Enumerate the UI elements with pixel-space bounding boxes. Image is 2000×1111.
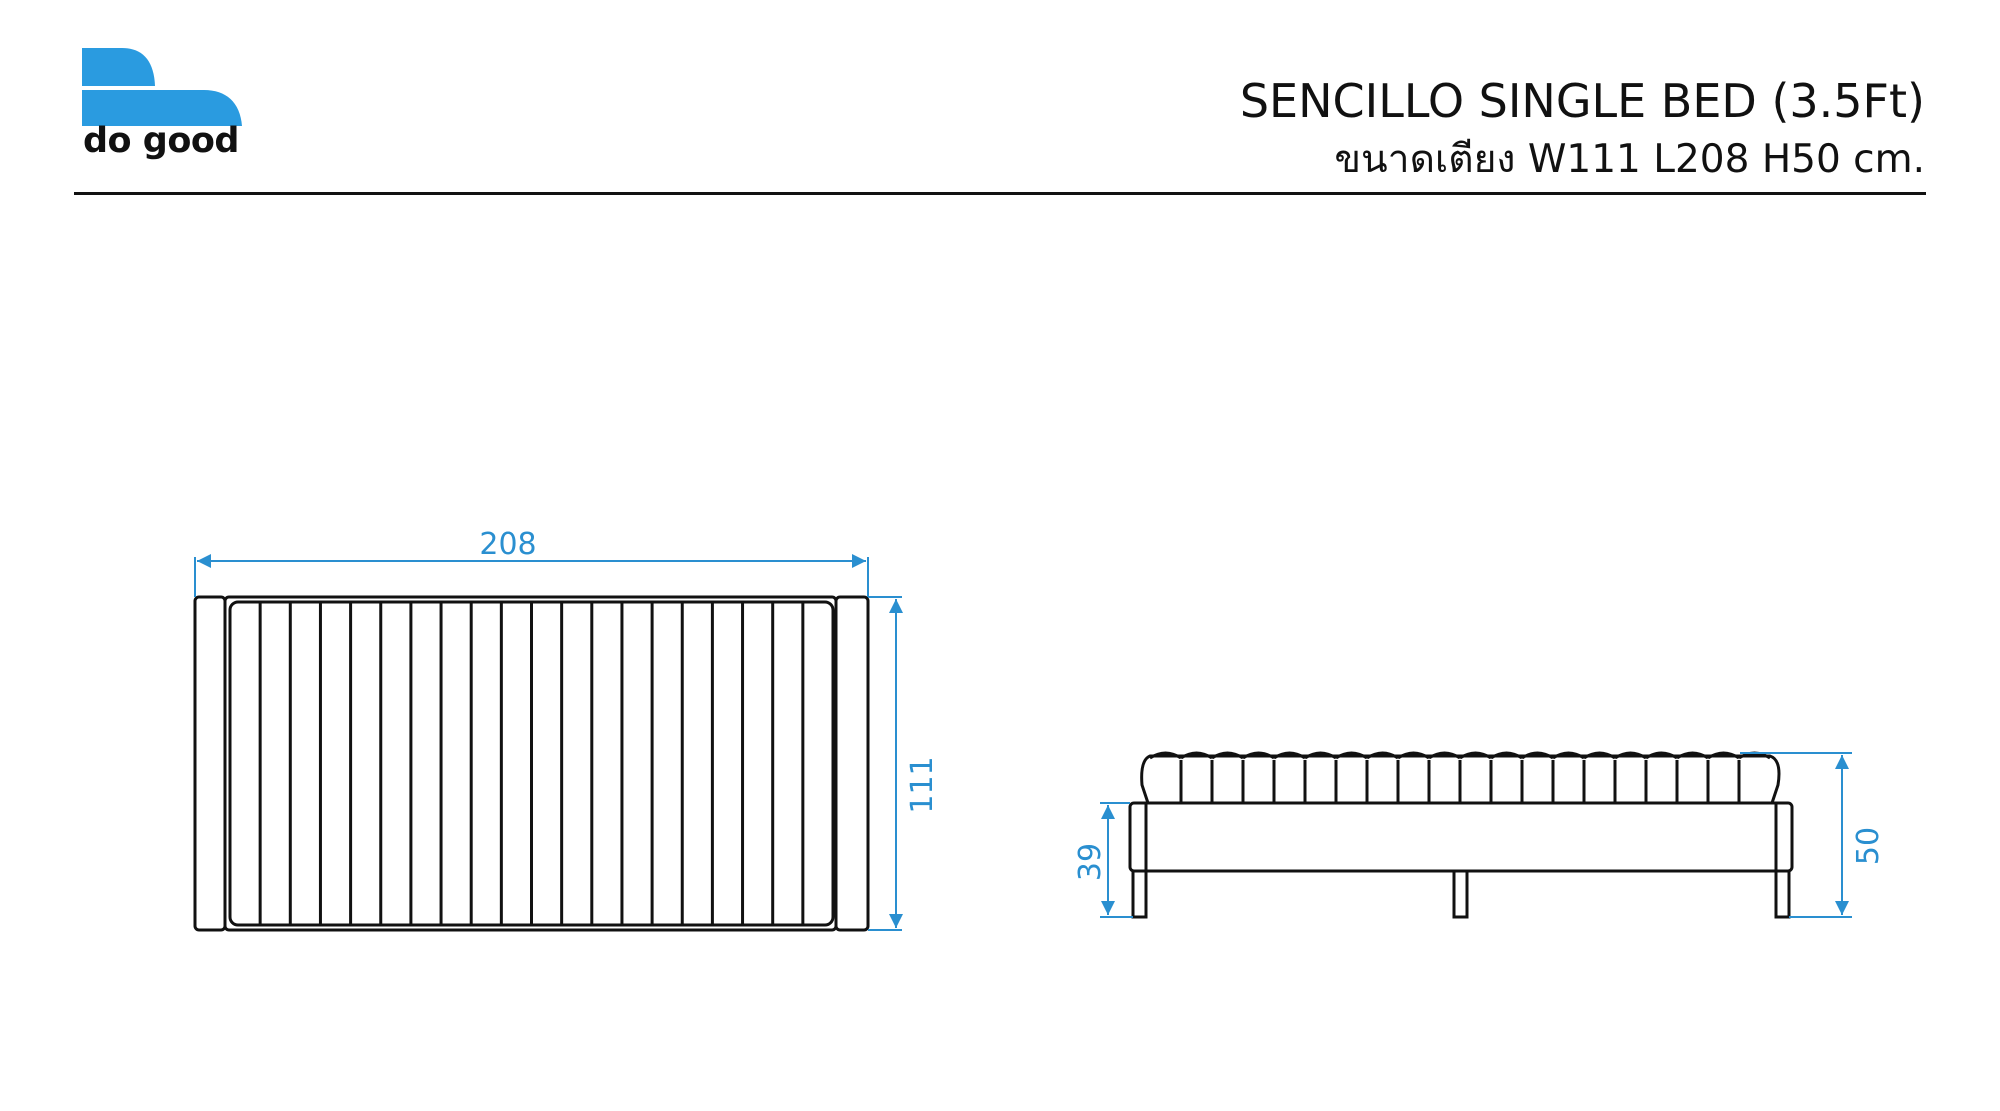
cushion-scallop — [1304, 751, 1337, 760]
cushion-scallop — [1459, 751, 1492, 760]
cushion-scallop — [1428, 751, 1461, 760]
cushion-scallop — [1335, 751, 1368, 760]
total-height-label: 50 — [1851, 827, 1886, 865]
cushion-scallop — [1707, 751, 1740, 760]
cushion-scallop — [1490, 751, 1523, 760]
product-title: SENCILLO SINGLE BED (3.5Ft) — [1239, 74, 1925, 128]
frame-height-label: 39 — [1073, 843, 1108, 881]
frame-outline — [223, 595, 838, 932]
side-view-dimensions — [1100, 752, 1852, 918]
headboard-end — [193, 595, 227, 932]
cushion-scallop — [1676, 751, 1709, 760]
leg-middle — [1452, 869, 1469, 919]
cushion-scallop — [1614, 751, 1647, 760]
leg-left — [1131, 869, 1148, 919]
leg-right — [1774, 869, 1791, 919]
length-label: 208 — [479, 527, 536, 562]
top-view — [193, 595, 870, 932]
cushion-scallop — [1366, 751, 1399, 760]
cushion-scallop — [1552, 751, 1585, 760]
cushion-top-outline — [1140, 754, 1781, 804]
bed-frame-side — [1128, 801, 1794, 873]
cushion-scallop — [1397, 751, 1430, 760]
header-divider — [74, 192, 1926, 195]
footboard-end — [834, 595, 870, 932]
cushion-scallop — [1149, 751, 1182, 760]
product-dimensions-subtitle: ขนาดเตียง W111 L208 H50 cm. — [1334, 137, 1925, 182]
side-view — [1128, 751, 1794, 919]
cushion-scallop — [1273, 751, 1306, 760]
brand-name: do good — [83, 121, 239, 161]
cushion-scallop — [1242, 751, 1275, 760]
cushion-dividers — [1149, 751, 1771, 803]
width-label: 111 — [905, 756, 940, 813]
cushion-scallop — [1521, 751, 1554, 760]
cushion-scallop — [1211, 751, 1244, 760]
slat-lines — [258, 602, 805, 925]
logo-lower-shape — [82, 90, 242, 126]
do-good-logo-icon — [82, 48, 242, 126]
cushion-scallop — [1180, 751, 1213, 760]
top-view-dimensions — [194, 554, 903, 931]
cushion-scallop — [1583, 751, 1616, 760]
logo-upper-shape — [82, 48, 155, 86]
cushion-scallop — [1645, 751, 1678, 760]
